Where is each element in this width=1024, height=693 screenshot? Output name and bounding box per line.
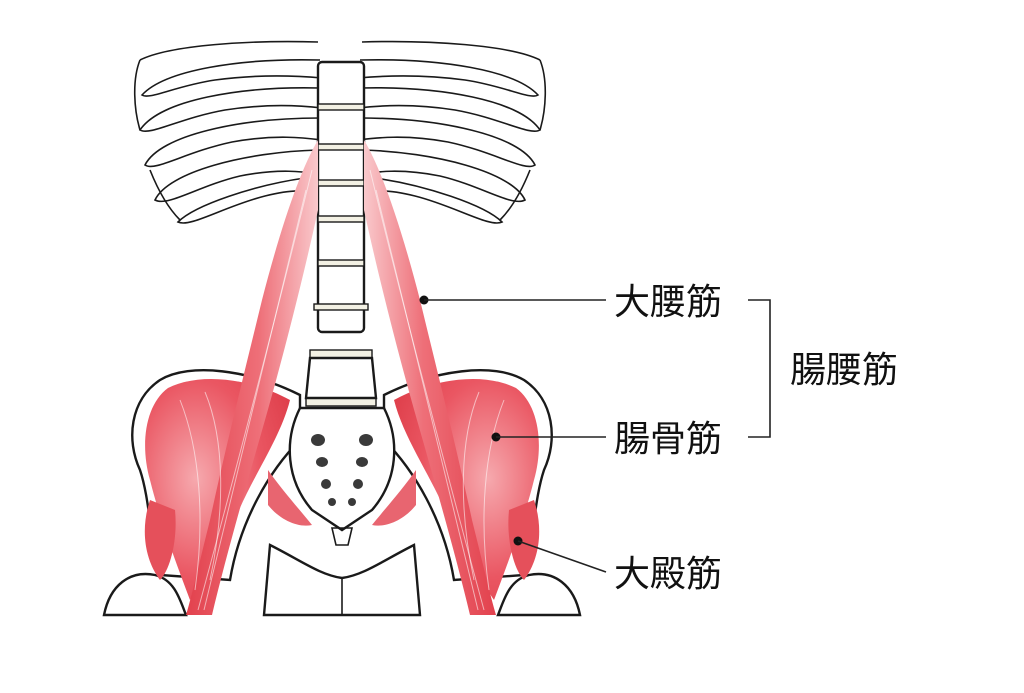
right-gluteus-muscle bbox=[508, 500, 540, 580]
left-psoas-major-muscle bbox=[186, 140, 318, 615]
coccyx bbox=[330, 527, 354, 546]
leader-lines bbox=[419, 295, 771, 573]
muscles bbox=[144, 140, 540, 615]
left-ribs bbox=[133, 40, 323, 224]
right-piriformis bbox=[372, 470, 416, 526]
sacral-foramina bbox=[311, 434, 373, 506]
left-femur-head bbox=[102, 572, 188, 617]
labels: 大腰筋 腸骨筋 腸腰筋 大殿筋 bbox=[614, 282, 898, 595]
muscle-fibers bbox=[179, 169, 505, 611]
lumbar-spine bbox=[304, 60, 378, 407]
label-iliacus: 腸骨筋 bbox=[614, 419, 722, 460]
label-psoas-major: 大腰筋 bbox=[614, 282, 722, 323]
left-piriformis bbox=[268, 470, 312, 526]
sacrum bbox=[288, 406, 396, 532]
label-gluteus-maximus: 大殿筋 bbox=[614, 554, 722, 595]
label-iliopsoas: 腸腰筋 bbox=[790, 350, 898, 391]
intervertebral-discs bbox=[305, 103, 377, 407]
rib-cage bbox=[133, 40, 547, 224]
iliopsoas-bracket bbox=[748, 299, 771, 438]
left-gluteus-muscle bbox=[144, 500, 176, 580]
right-femur-head bbox=[496, 572, 582, 617]
right-ribs bbox=[357, 40, 547, 224]
gluteus-leader bbox=[517, 540, 607, 573]
